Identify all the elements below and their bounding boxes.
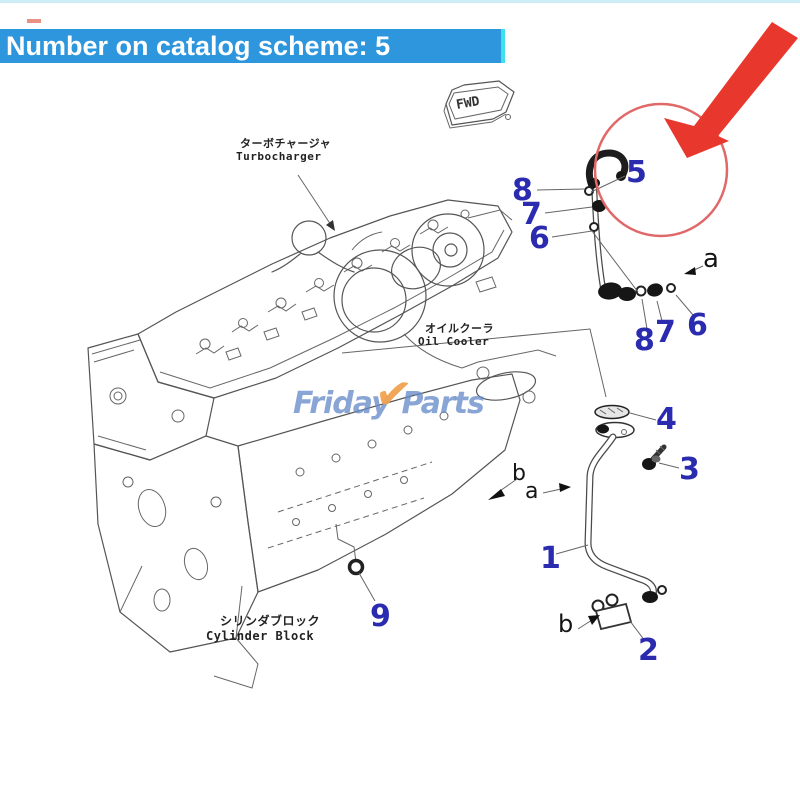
fitting-group-top [584, 186, 606, 232]
engine-block-drawing [87, 199, 521, 689]
scheme-banner: Number on catalog scheme: 5 [0, 29, 501, 63]
bolt-part3 [642, 444, 667, 470]
callout-7-right: 7 [655, 315, 676, 350]
cylinder-block-label-en: Cylinder Block [206, 629, 315, 643]
top-edge-artifact [0, 0, 800, 3]
callout-7-top: 7 [521, 197, 542, 232]
view-letter-a-top: a [703, 244, 719, 274]
turbocharger-drawing [271, 209, 513, 369]
highlight-circle [593, 102, 729, 238]
turbocharger-label-jp: ターボチャージャ [240, 137, 332, 150]
banner-edge [501, 29, 505, 63]
banner-title: Number on catalog scheme: 5 [6, 30, 391, 61]
pink-dash-artifact [27, 19, 41, 23]
callout-8-right: 8 [634, 323, 655, 358]
reference-line [341, 328, 607, 398]
callout-6-top: 6 [529, 221, 550, 256]
plug-part9 [347, 558, 365, 576]
callout-1: 1 [540, 541, 561, 576]
oil-cooler-drawing [461, 349, 557, 404]
turbocharger-label-en: Turbocharger [236, 150, 322, 163]
fwd-label: FWD [455, 94, 481, 113]
callout-3: 3 [679, 452, 700, 487]
callout-9: 9 [370, 599, 391, 634]
turbocharger-label: ターボチャージャ Turbocharger [236, 137, 331, 163]
highlight-arrow [664, 22, 798, 158]
leader-arrowhead [326, 220, 335, 231]
oil-cooler-label-en: Oil Cooler [418, 335, 490, 348]
oil-cooler-label: オイルクーラ Oil Cooler [418, 322, 494, 348]
view-letter-b-mid: b [512, 461, 526, 486]
view-letter-a-mid: a [525, 479, 539, 504]
fitting-group-right [598, 282, 676, 301]
pipe-part1 [584, 433, 667, 603]
gasket-part4 [594, 404, 635, 439]
oil-cooler-label-jp: オイルクーラ [425, 322, 494, 335]
callout-5: 5 [626, 155, 647, 190]
view-arrow-b [488, 478, 600, 630]
callout-4: 4 [656, 402, 677, 437]
view-arrow-a [542, 265, 704, 494]
callout-8-top: 8 [512, 173, 533, 208]
callout-2: 2 [638, 633, 659, 668]
callout-6-right: 6 [687, 308, 708, 343]
view-letter-b-bottom: b [558, 610, 574, 638]
leader-lines [297, 174, 694, 642]
joint-part2 [591, 593, 633, 631]
cylinder-block-label: シリンダブロック Cylinder Block [206, 614, 320, 644]
fwd-tag: FWD [443, 80, 515, 129]
cylinder-block-label-jp: シリンダブロック [220, 614, 321, 628]
